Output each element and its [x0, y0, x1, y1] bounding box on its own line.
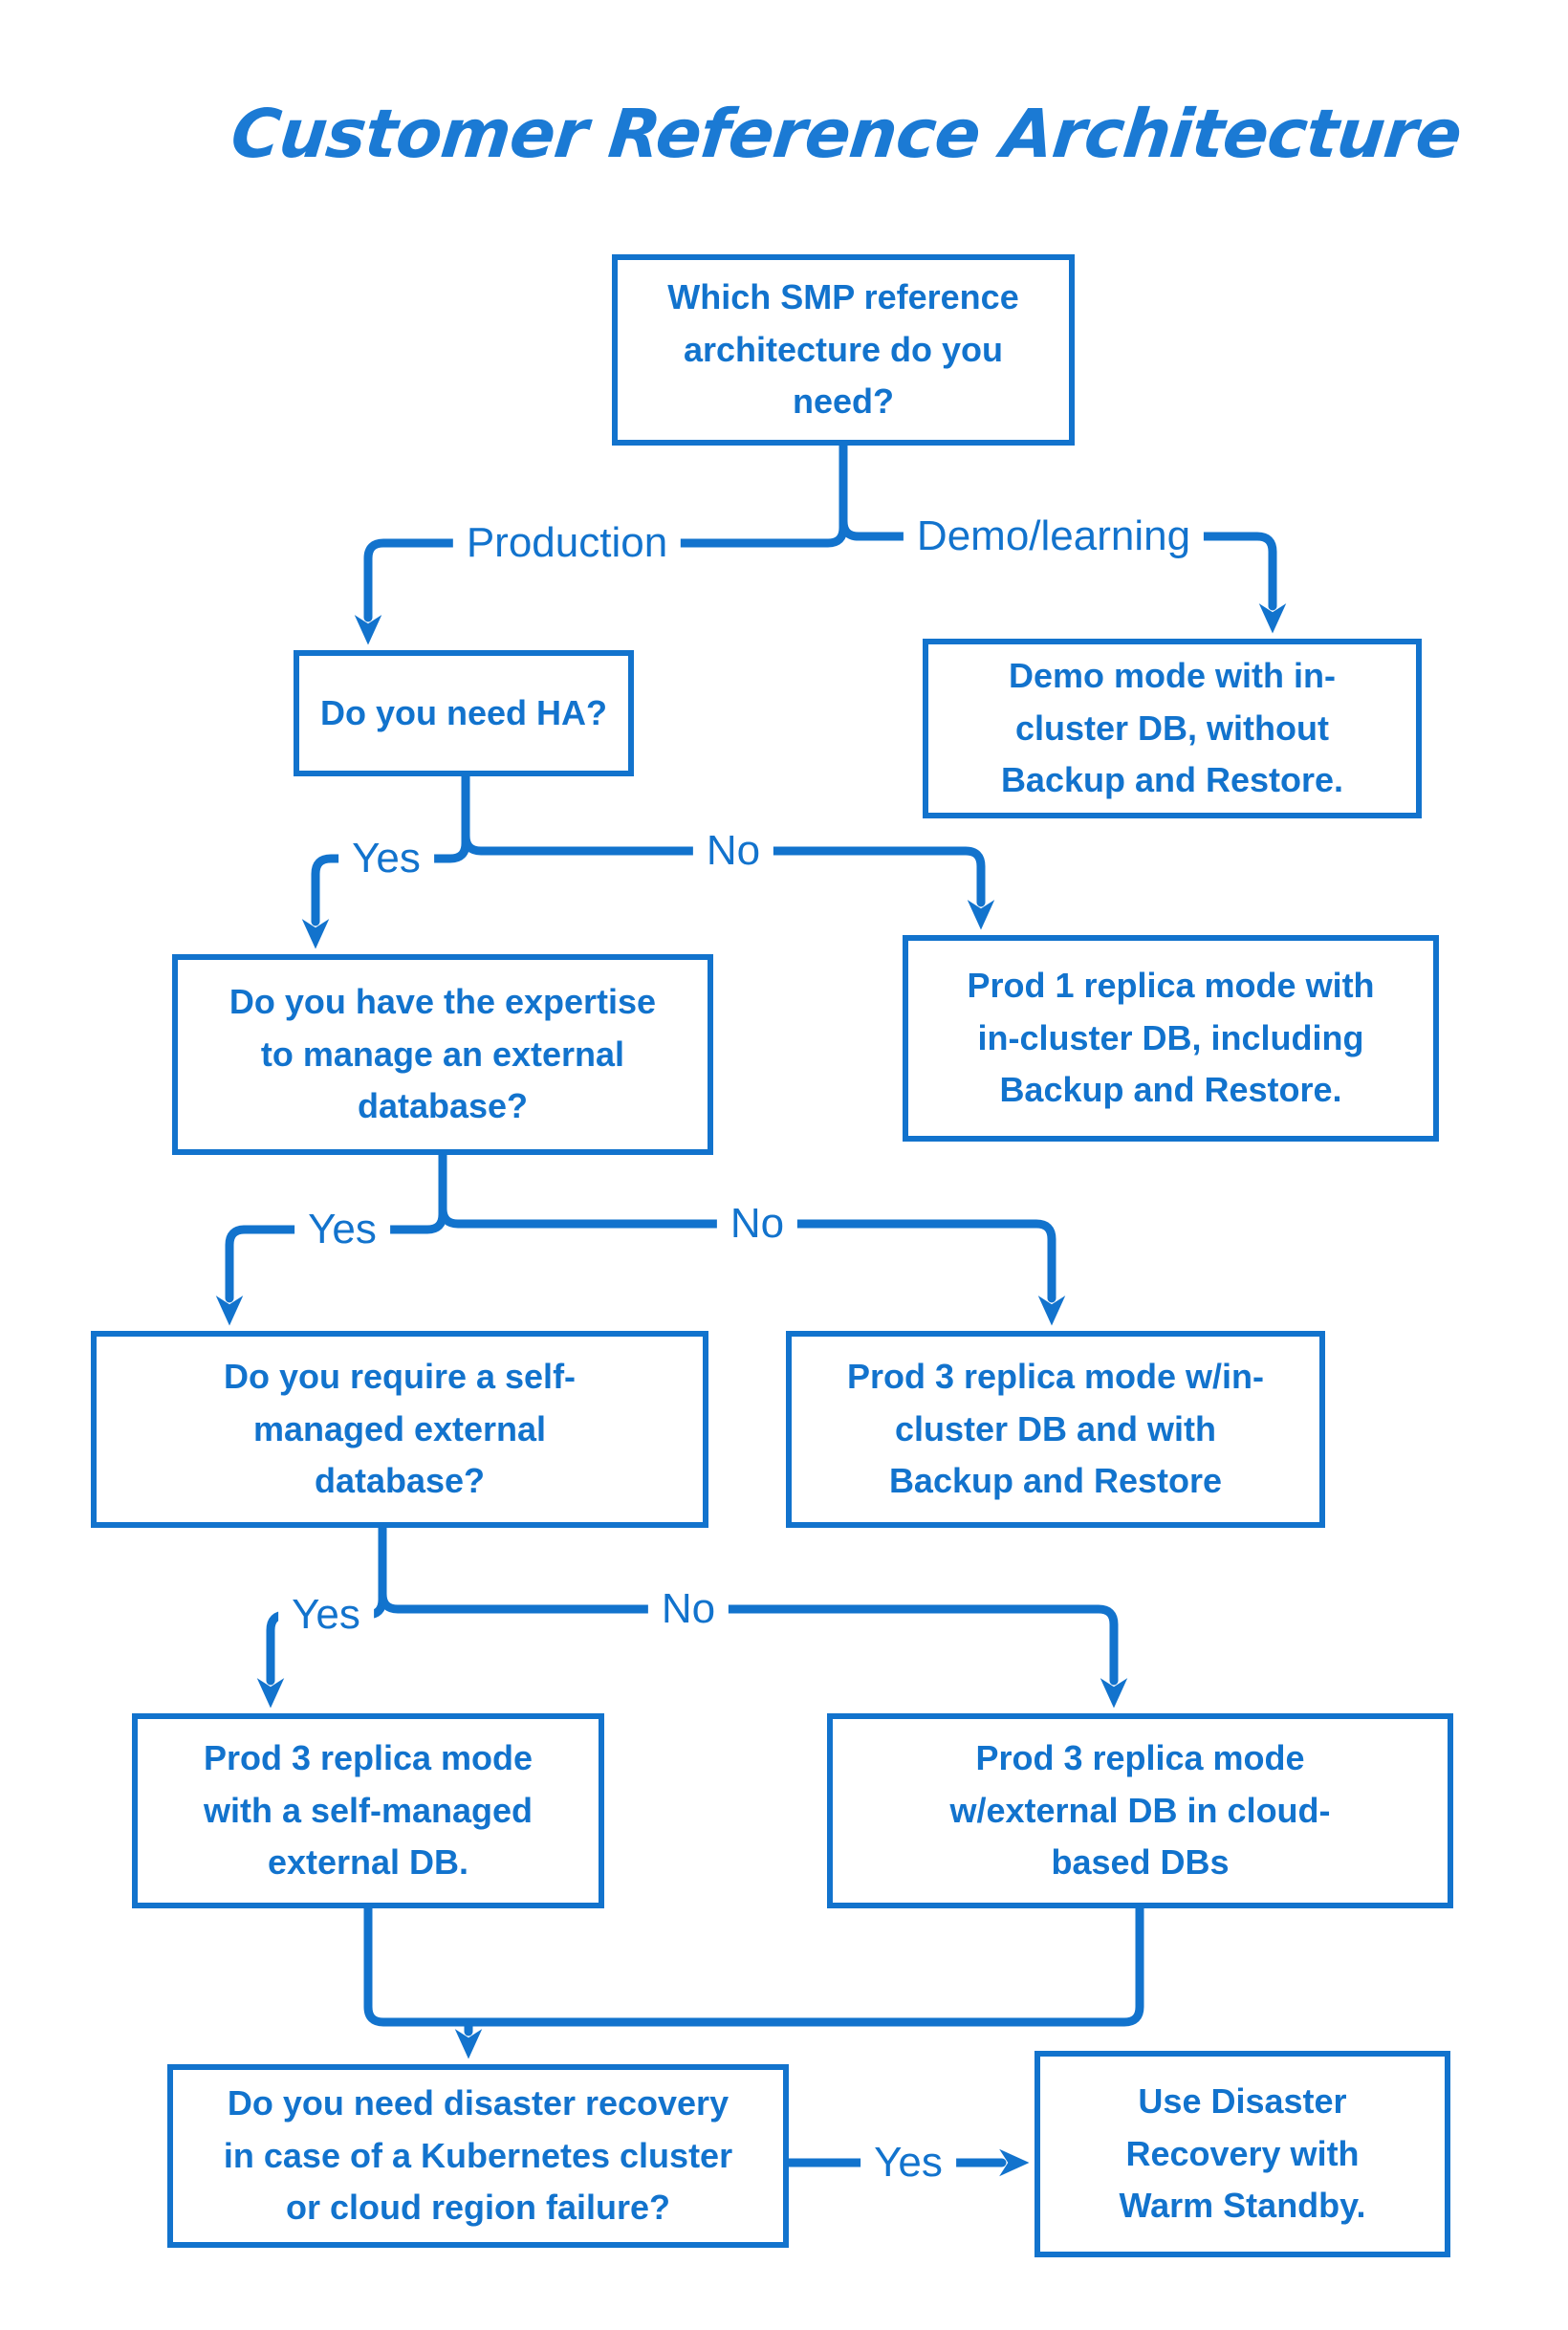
edge-label-ha-no: No — [692, 828, 774, 874]
edge-merge-prod3 — [363, 1904, 1144, 2027]
edge-label-expertise-yes: Yes — [294, 1207, 390, 1252]
edge-label-disaster-yes: Yes — [860, 2140, 956, 2186]
node-warm-standby: Use Disaster Recovery with Warm Standby. — [1034, 2051, 1450, 2257]
edge-label-self-managed-yes: Yes — [278, 1592, 374, 1638]
node-disaster-recovery-question: Do you need disaster recovery in case of… — [167, 2064, 789, 2248]
node-self-managed-question: Do you require a self- managed external … — [91, 1331, 708, 1528]
node-expertise-question: Do you have the expertise to manage an e… — [172, 954, 713, 1155]
node-which-architecture: Which SMP reference architecture do you … — [612, 254, 1075, 446]
diagram-title: Customer Reference Architecture — [227, 95, 1466, 173]
node-do-you-need-ha: Do you need HA? — [294, 650, 634, 776]
edge-label-ha-yes: Yes — [338, 836, 434, 882]
node-prod3-incluster: Prod 3 replica mode w/in- cluster DB and… — [786, 1331, 1325, 1528]
node-prod3-selfmanaged: Prod 3 replica mode with a self-managed … — [132, 1713, 604, 1908]
node-prod3-external: Prod 3 replica mode w/external DB in clo… — [827, 1713, 1453, 1908]
edge-label-expertise-no: No — [716, 1201, 798, 1247]
edge-label-demo-learning: Demo/learning — [903, 513, 1205, 559]
edge-label-production: Production — [452, 520, 682, 566]
edge-label-self-managed-no: No — [647, 1586, 730, 1632]
edge-self-managed-no — [378, 1523, 1128, 1709]
node-demo-mode: Demo mode with in- cluster DB, without B… — [923, 639, 1422, 818]
node-prod1-replica: Prod 1 replica mode with in-cluster DB, … — [903, 935, 1439, 1142]
